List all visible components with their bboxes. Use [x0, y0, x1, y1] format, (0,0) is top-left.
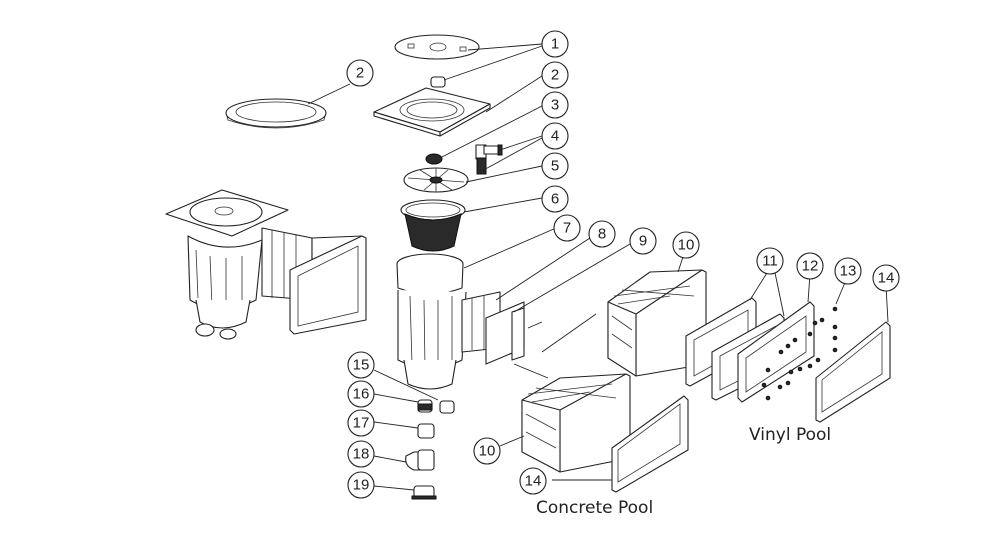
callout-6: 6 [541, 185, 569, 213]
svg-text:9: 9 [639, 233, 647, 250]
callout-14-concrete: 14 [519, 467, 547, 495]
svg-text:10: 10 [479, 443, 496, 460]
callout-8: 8 [588, 220, 616, 248]
part-ring-faceplate [225, 98, 327, 129]
callout-10-upper: 10 [672, 231, 700, 259]
callout-19: 19 [347, 471, 375, 499]
part-skimmer-body [396, 253, 543, 390]
callout-1: 1 [541, 30, 569, 58]
callout-18: 18 [347, 440, 375, 468]
part-flange [737, 301, 815, 403]
svg-text:17: 17 [353, 415, 370, 432]
svg-text:6: 6 [551, 191, 559, 208]
callout-13: 13 [834, 257, 862, 285]
callout-3: 3 [541, 91, 569, 119]
part-float-plate [403, 167, 469, 193]
svg-text:19: 19 [353, 477, 370, 494]
part-elbow-fitting [475, 144, 503, 175]
callout-11: 11 [756, 247, 784, 275]
callout-4: 4 [541, 122, 569, 150]
part-frame-vinyl [815, 321, 891, 423]
svg-text:14: 14 [878, 270, 895, 287]
part-screws [761, 306, 838, 401]
part-basket [400, 199, 466, 252]
callout-16: 16 [347, 380, 375, 408]
svg-text:12: 12 [802, 258, 819, 275]
callout-7: 7 [553, 214, 581, 242]
callout-15: 15 [347, 351, 375, 379]
svg-text:3: 3 [551, 97, 559, 114]
part-deck-plate [373, 87, 491, 137]
part-lid [394, 34, 480, 60]
assembled-skimmer [165, 189, 367, 340]
callout-2-left: 2 [346, 59, 374, 87]
callout-14-vinyl: 14 [872, 264, 900, 292]
callout-2-right: 2 [541, 61, 569, 89]
svg-text:16: 16 [353, 386, 370, 403]
svg-text:1: 1 [551, 36, 559, 53]
callout-9: 9 [629, 227, 657, 255]
caption-concrete-pool: Concrete Pool [536, 498, 654, 518]
part-fittings [405, 399, 455, 500]
callout-5: 5 [541, 152, 569, 180]
callout-12: 12 [796, 252, 824, 280]
svg-text:11: 11 [762, 253, 778, 270]
part-plug [430, 76, 446, 88]
leader-lines [307, 43, 889, 491]
part-throat-lower [521, 373, 631, 473]
svg-text:18: 18 [353, 446, 370, 463]
svg-text:10: 10 [678, 237, 695, 254]
svg-text:2: 2 [551, 67, 559, 84]
callout-10-lower: 10 [473, 437, 501, 465]
callout-17: 17 [347, 409, 375, 437]
part-frame-concrete [611, 395, 689, 493]
svg-text:2: 2 [356, 65, 364, 82]
caption-vinyl-pool: Vinyl Pool [749, 425, 832, 445]
svg-text:14: 14 [525, 473, 542, 490]
svg-text:5: 5 [551, 158, 559, 175]
svg-text:13: 13 [840, 263, 857, 280]
svg-text:15: 15 [353, 357, 370, 374]
svg-text:7: 7 [563, 220, 571, 237]
svg-text:8: 8 [598, 226, 606, 243]
part-cap [425, 153, 443, 165]
svg-text:4: 4 [551, 128, 559, 145]
